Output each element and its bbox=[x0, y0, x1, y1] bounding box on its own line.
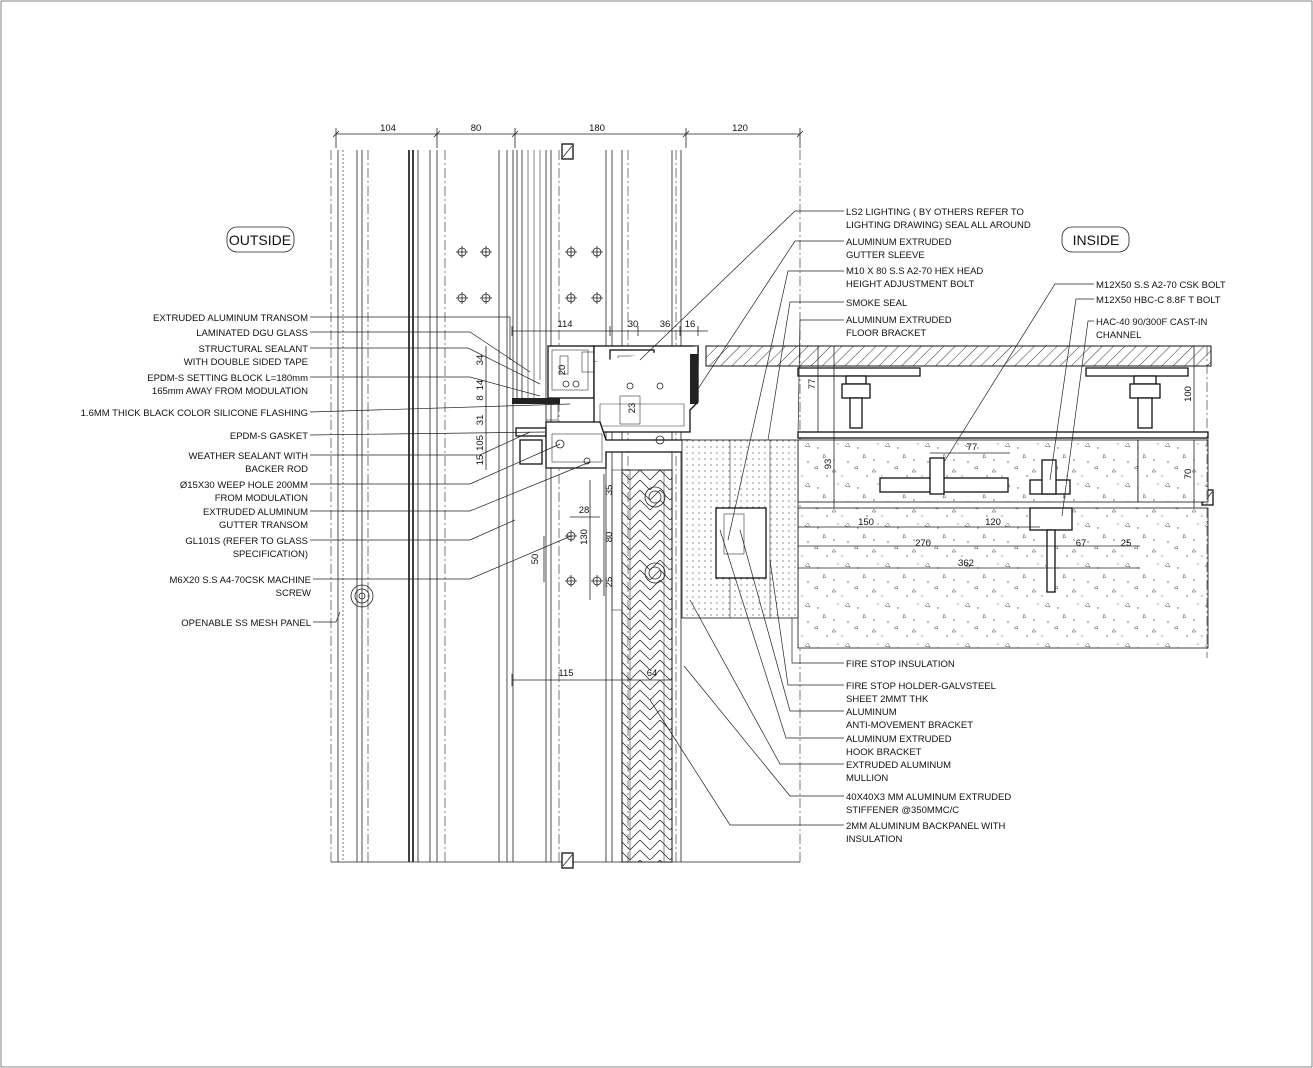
callout-hook-bracket-2: HOOK BRACKET bbox=[846, 747, 922, 758]
right-far-callouts: M12X50 S.S A2-70 CSK BOLT M12X50 HBC-C 8… bbox=[943, 280, 1226, 517]
svg-text:INSIDE: INSIDE bbox=[1073, 232, 1120, 248]
dim-115: 115 bbox=[558, 668, 573, 679]
mullion-backpanel bbox=[611, 469, 673, 863]
callout-weep-hole-1: Ø15X30 WEEP HOLE 200MM bbox=[180, 480, 308, 491]
callout-hook-bracket-1: ALUMINUM EXTRUDED bbox=[846, 734, 952, 745]
callout-machine-screw-2: SCREW bbox=[276, 588, 311, 599]
callout-weather-sealant-1: WEATHER SEALANT WITH bbox=[189, 451, 309, 462]
dim-93: 93 bbox=[823, 459, 834, 470]
callout-t-bolt: M12X50 HBC-C 8.8F T BOLT bbox=[1096, 295, 1221, 306]
top-dimension-chain: 104 80 180 120 bbox=[332, 123, 804, 148]
callout-fire-stop-holder-2: SHEET 2MMT THK bbox=[846, 694, 929, 705]
callout-cast-in-channel-1: HAC-40 90/300F CAST-IN bbox=[1096, 317, 1208, 328]
callout-hex-head-bolt-1: M10 X 80 S.S A2-70 HEX HEAD bbox=[846, 266, 983, 277]
callout-fire-stop-insulation: FIRE STOP INSULATION bbox=[846, 659, 955, 670]
dim-67: 67 bbox=[1076, 538, 1087, 549]
section-dimensions: 114 30 36 16 34 14 8 31 105 15 23 20 77 … bbox=[475, 319, 1195, 686]
callout-fire-stop-holder-1: FIRE STOP HOLDER-GALVSTEEL bbox=[846, 681, 996, 692]
dim-25: 25 bbox=[1121, 538, 1132, 549]
callout-laminated-dgu-glass: LAMINATED DGU GLASS bbox=[196, 328, 308, 339]
callout-mullion-1: EXTRUDED ALUMINUM bbox=[846, 760, 951, 771]
dim-25-mullion: 25 bbox=[604, 577, 615, 588]
callout-floor-bracket-2: FLOOR BRACKET bbox=[846, 328, 926, 339]
callout-mullion-2: MULLION bbox=[846, 773, 888, 784]
callout-csk-bolt: M12X50 S.S A2-70 CSK BOLT bbox=[1096, 280, 1226, 291]
callout-epdm-gasket: EPDM-S GASKET bbox=[230, 431, 308, 442]
facade-vertical-lines bbox=[330, 150, 801, 863]
dim-35: 35 bbox=[604, 485, 615, 496]
dim-120: 120 bbox=[732, 123, 748, 134]
dim-104: 104 bbox=[380, 123, 396, 134]
dim-130: 130 bbox=[579, 529, 590, 545]
dim-31: 31 bbox=[475, 415, 486, 426]
callout-silicone-flashing: 1.6MM THICK BLACK COLOR SILICONE FLASHIN… bbox=[81, 408, 308, 419]
callout-stiffener-1: 40X40X3 MM ALUMINUM EXTRUDED bbox=[846, 792, 1011, 803]
dim-120-slab: 120 bbox=[985, 517, 1001, 528]
callout-cast-in-channel-2: CHANNEL bbox=[1096, 330, 1141, 341]
callout-structural-sealant-1: STRUCTURAL SEALANT bbox=[199, 344, 309, 355]
callout-extruded-aluminum-transom: EXTRUDED ALUMINUM TRANSOM bbox=[153, 313, 308, 324]
dim-64: 64 bbox=[647, 668, 658, 679]
dim-50: 50 bbox=[530, 554, 541, 565]
callout-gutter-sleeve-1: ALUMINUM EXTRUDED bbox=[846, 237, 952, 248]
callout-gl101s-2: SPECIFICATION) bbox=[233, 549, 308, 560]
inside-tag: INSIDE bbox=[1061, 226, 1130, 253]
dim-23: 23 bbox=[627, 403, 638, 414]
callout-ls2-lighting-2: LIGHTING DRAWING) SEAL ALL AROUND bbox=[846, 220, 1031, 231]
callout-stiffener-2: STIFFENER @350MMC/C bbox=[846, 805, 959, 816]
callout-ls2-lighting-1: LS2 LIGHTING ( BY OTHERS REFER TO bbox=[846, 207, 1024, 218]
outside-tag: OUTSIDE bbox=[226, 226, 295, 253]
dim-270: 270 bbox=[915, 538, 931, 549]
dim-20: 20 bbox=[557, 365, 568, 376]
callout-backpanel-1: 2MM ALUMINUM BACKPANEL WITH bbox=[846, 821, 1006, 832]
dim-8: 8 bbox=[475, 395, 486, 400]
dim-180: 180 bbox=[589, 123, 605, 134]
callout-weather-sealant-2: BACKER ROD bbox=[245, 464, 308, 475]
callout-gutter-transom-1: EXTRUDED ALUMINUM bbox=[203, 507, 308, 518]
left-callouts: EXTRUDED ALUMINUM TRANSOM LAMINATED DGU … bbox=[81, 313, 591, 629]
fixing-bolts bbox=[350, 246, 603, 608]
dim-150: 150 bbox=[858, 517, 874, 528]
dim-80: 80 bbox=[471, 123, 482, 134]
callout-weep-hole-2: FROM MODULATION bbox=[215, 493, 308, 504]
dim-28: 28 bbox=[579, 505, 590, 516]
callout-epdm-setting-block-1: EPDM-S SETTING BLOCK L=180mm bbox=[147, 373, 308, 384]
dim-70: 70 bbox=[1183, 469, 1194, 480]
callout-epdm-setting-block-2: 165mm AWAY FROM MODULATION bbox=[152, 386, 308, 397]
callout-gl101s-1: GL101S (REFER TO GLASS bbox=[185, 536, 308, 547]
callout-anti-movement-bracket-1: ALUMINUM bbox=[846, 707, 897, 718]
callout-structural-sealant-2: WITH DOUBLE SIDED TAPE bbox=[184, 357, 308, 368]
callout-gutter-sleeve-2: GUTTER SLEEVE bbox=[846, 250, 925, 261]
callout-floor-bracket-1: ALUMINUM EXTRUDED bbox=[846, 315, 952, 326]
callout-smoke-seal: SMOKE SEAL bbox=[846, 298, 907, 309]
dim-114: 114 bbox=[557, 319, 572, 330]
dim-16: 16 bbox=[685, 319, 696, 330]
dim-36: 36 bbox=[660, 319, 671, 330]
callout-machine-screw-1: M6X20 S.S A4-70CSK MACHINE bbox=[170, 575, 312, 586]
svg-text:OUTSIDE: OUTSIDE bbox=[229, 232, 291, 248]
dim-80-mullion: 80 bbox=[604, 532, 615, 543]
callout-anti-movement-bracket-2: ANTI-MOVEMENT BRACKET bbox=[846, 720, 973, 731]
bottom-callouts: FIRE STOP INSULATION FIRE STOP HOLDER-GA… bbox=[649, 529, 1011, 845]
callout-openable-mesh-panel: OPENABLE SS MESH PANEL bbox=[181, 618, 311, 629]
dim-15: 15 bbox=[475, 455, 486, 466]
callout-backpanel-2: INSULATION bbox=[846, 834, 902, 845]
callout-gutter-transom-2: GUTTER TRANSOM bbox=[219, 520, 308, 531]
right-top-callouts: LS2 LIGHTING ( BY OTHERS REFER TO LIGHTI… bbox=[639, 207, 1031, 541]
dim-14: 14 bbox=[475, 380, 486, 391]
dim-362: 362 bbox=[958, 558, 974, 569]
dim-100: 100 bbox=[1183, 386, 1194, 402]
floor-slab bbox=[681, 345, 1212, 658]
callout-hex-head-bolt-2: HEIGHT ADJUSTMENT BOLT bbox=[846, 279, 974, 290]
transom-node bbox=[512, 345, 699, 469]
dim-34: 34 bbox=[475, 355, 486, 366]
dim-30: 30 bbox=[628, 319, 639, 330]
dim-77-vertical: 77 bbox=[807, 379, 818, 390]
dim-105: 105 bbox=[475, 435, 486, 451]
dim-77-horizontal: 77 bbox=[967, 442, 978, 453]
